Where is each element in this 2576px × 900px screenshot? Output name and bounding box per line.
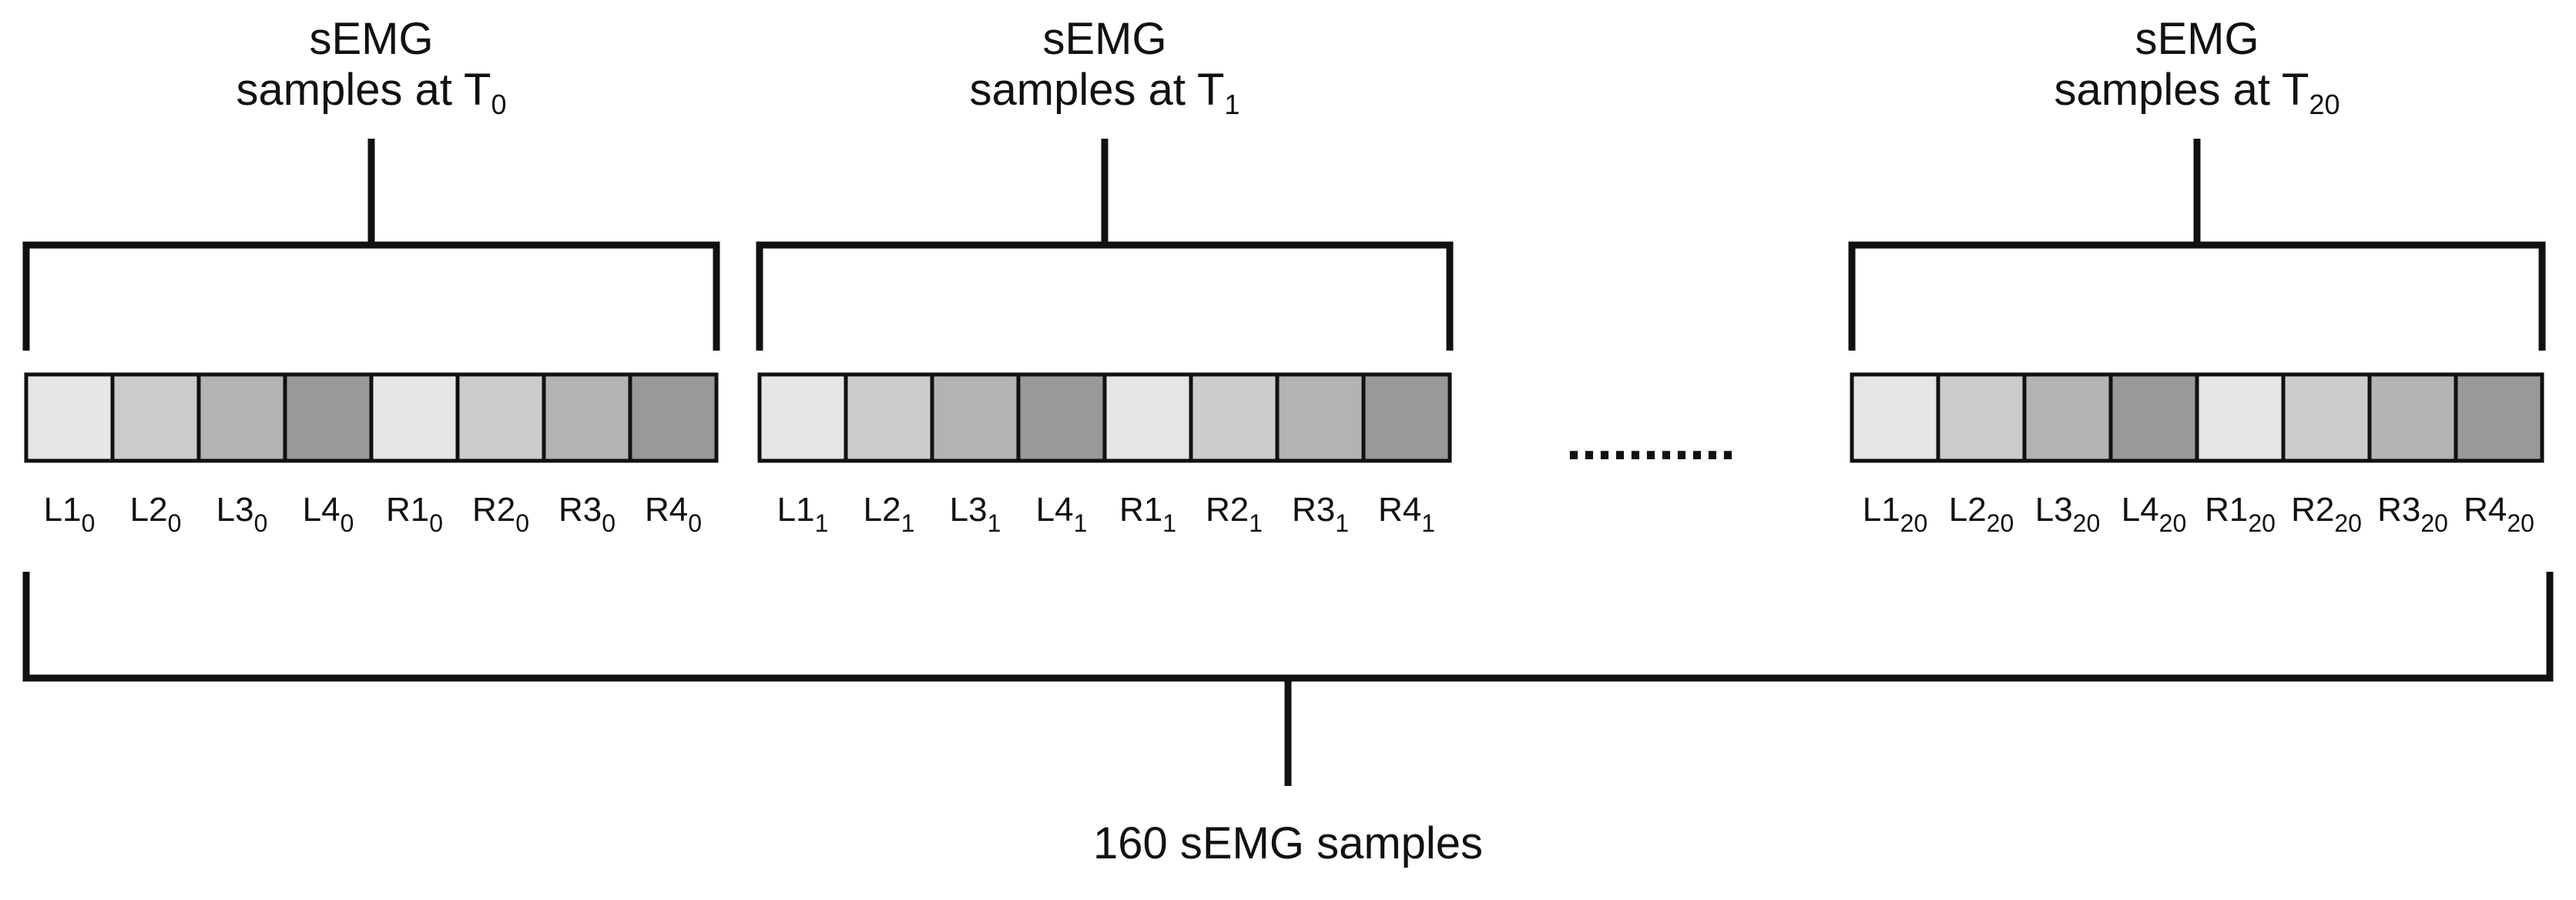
group-title-line1: sEMG xyxy=(1042,14,1167,64)
bracket-group-2 xyxy=(1848,139,2546,351)
cell-label: L40 xyxy=(303,491,354,537)
group-title-sub: 0 xyxy=(491,89,507,120)
cell-label: R21 xyxy=(1206,491,1263,537)
cell-label: L21 xyxy=(864,491,915,537)
group-title-line1: sEMG xyxy=(2135,14,2259,64)
ellipsis: ........... xyxy=(1566,410,1736,472)
group-title-sub: 1 xyxy=(1224,89,1240,120)
sample-cell-r1-0 xyxy=(369,372,460,463)
sample-cell-r4-20 xyxy=(2454,372,2544,463)
group-title-sub: 20 xyxy=(2309,89,2340,120)
footer-label: 160 sEMG samples xyxy=(1092,818,1484,868)
sample-cell-l1-0 xyxy=(24,372,115,463)
cell-label: R31 xyxy=(1292,491,1349,537)
group-title-1: sEMG samples at T1 xyxy=(835,14,1374,121)
sample-cell-r2-1 xyxy=(1189,372,1280,463)
sample-cell-l4-0 xyxy=(283,372,374,463)
sample-cell-l1-1 xyxy=(757,372,848,463)
cell-label: L31 xyxy=(950,491,1001,537)
sample-cell-l1-20 xyxy=(1850,372,1940,463)
sample-cell-l4-20 xyxy=(2108,372,2199,463)
cell-label: L30 xyxy=(216,491,268,537)
cell-label: R11 xyxy=(1119,491,1176,537)
bracket-group-0 xyxy=(22,139,720,351)
cell-label: L20 xyxy=(130,491,182,537)
bracket-overall xyxy=(22,572,2554,786)
sample-cell-l2-20 xyxy=(1936,372,2027,463)
cell-label: R320 xyxy=(2377,491,2448,537)
cell-label: R30 xyxy=(558,491,615,537)
sample-cell-l3-0 xyxy=(196,372,287,463)
sample-cell-l3-20 xyxy=(2022,372,2113,463)
cell-label: L10 xyxy=(44,491,96,537)
cell-label: L11 xyxy=(777,491,829,537)
group-title-line2: samples at T0 xyxy=(236,65,507,120)
sample-cell-l4-1 xyxy=(1016,372,1107,463)
sample-cell-r1-20 xyxy=(2195,372,2286,463)
sample-cell-r3-1 xyxy=(1275,372,1366,463)
sample-cell-r4-0 xyxy=(628,372,719,463)
sample-cell-l2-0 xyxy=(110,372,201,463)
group-title-line2: samples at T1 xyxy=(969,65,1240,120)
cell-label: R10 xyxy=(386,491,443,537)
group-title-line2: samples at T20 xyxy=(2054,65,2340,120)
cell-label: R120 xyxy=(2205,491,2276,537)
sample-cell-r3-20 xyxy=(2367,372,2458,463)
group-title-line1: sEMG xyxy=(309,14,434,64)
sample-cell-r2-0 xyxy=(455,372,546,463)
cell-label: R41 xyxy=(1378,491,1435,537)
cell-label: L220 xyxy=(1949,491,2014,537)
cell-label: R40 xyxy=(645,491,702,537)
group-title-0: sEMG samples at T0 xyxy=(102,14,641,121)
bracket-group-1 xyxy=(756,139,1454,351)
cells-layer: L10 L20 L30 L40 R10 R20 R30 R40 L11 L21 L31 L41 R11 R… xyxy=(24,372,2544,537)
cell-label: R220 xyxy=(2291,491,2362,537)
sample-cell-r3-0 xyxy=(542,372,632,463)
cell-label: L41 xyxy=(1036,491,1088,537)
cell-label: R420 xyxy=(2464,491,2534,537)
cell-label: L420 xyxy=(2122,491,2187,537)
sample-cell-l3-1 xyxy=(930,372,1021,463)
sample-cell-l2-1 xyxy=(844,372,934,463)
sample-cell-r1-1 xyxy=(1102,372,1193,463)
cell-label: L320 xyxy=(2035,491,2101,537)
cell-label: L120 xyxy=(1863,491,1928,537)
cell-label: R20 xyxy=(472,491,529,537)
group-title-2: sEMG samples at T20 xyxy=(1927,14,2467,121)
sample-cell-r4-1 xyxy=(1361,372,1452,463)
sample-cell-r2-20 xyxy=(2281,372,2372,463)
